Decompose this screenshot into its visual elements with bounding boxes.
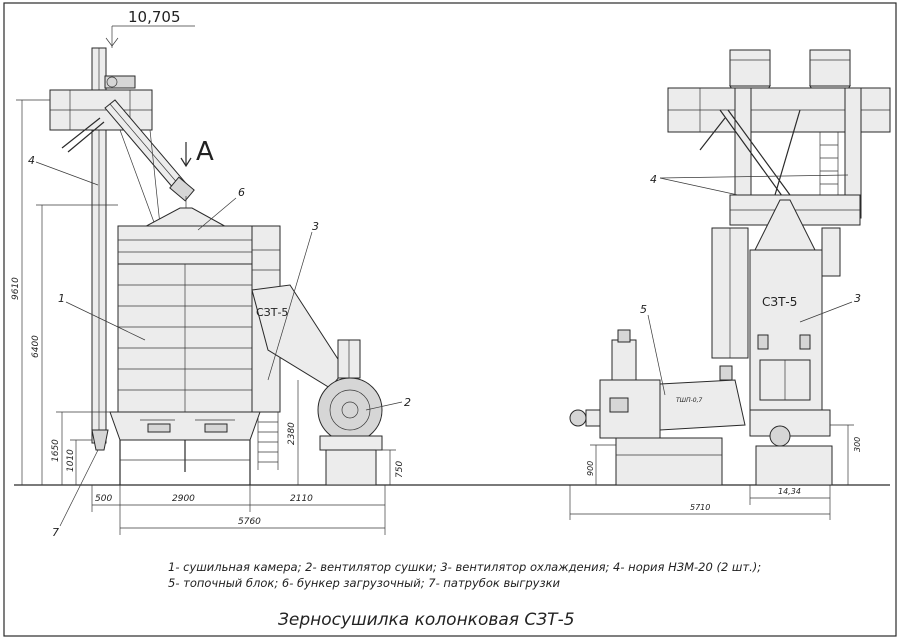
right-dimensions: 900 300 14,34 5710 bbox=[569, 424, 862, 520]
callout-4-right: 4 bbox=[650, 173, 657, 186]
dim-750: 750 bbox=[395, 461, 405, 478]
callout-5: 5 bbox=[640, 303, 647, 316]
left-view: 10,705 A bbox=[11, 8, 411, 539]
callout-2: 2 bbox=[404, 396, 411, 409]
dim-500: 500 bbox=[95, 494, 112, 504]
callout-3-left: 3 bbox=[312, 220, 319, 233]
view-label-a: A bbox=[196, 137, 214, 167]
left-bottom-dimensions: 500 2900 2110 5760 bbox=[91, 485, 386, 535]
callout-3-right: 3 bbox=[854, 292, 861, 305]
dim-6400: 6400 bbox=[31, 335, 41, 358]
outlet-nozzle bbox=[91, 429, 109, 451]
dim-1434: 14,34 bbox=[778, 487, 801, 496]
dim-5760: 5760 bbox=[238, 517, 261, 527]
legend-line-2: 5- топочный блок; 6- бункер загрузочный;… bbox=[168, 576, 561, 590]
machine-label-right: СЗТ-5 bbox=[762, 295, 797, 309]
left-callouts: 4 6 3 1 2 7 bbox=[28, 154, 411, 539]
ladder-left bbox=[257, 412, 279, 470]
callout-6: 6 bbox=[238, 186, 245, 199]
svg-text:ТШП-0,7: ТШП-0,7 bbox=[676, 397, 702, 404]
dim-2900: 2900 bbox=[172, 494, 195, 504]
machine-label-left: СЗТ-5 bbox=[256, 306, 288, 319]
drying-fan bbox=[317, 377, 383, 443]
dim-2110: 2110 bbox=[290, 494, 313, 504]
right-callouts: 4 5 3 bbox=[640, 173, 861, 396]
dim-1650: 1650 bbox=[51, 439, 61, 462]
callout-7: 7 bbox=[52, 526, 59, 539]
elevation-mark: 10,705 bbox=[128, 8, 181, 26]
dim-9610: 9610 bbox=[11, 277, 21, 300]
drawing-title: Зерносушилка колонковая СЗТ-5 bbox=[278, 610, 575, 630]
drawing-frame bbox=[3, 2, 897, 637]
dim-2380: 2380 bbox=[287, 422, 297, 445]
left-dimensions: 9610 6400 1650 1010 2380 750 bbox=[11, 99, 405, 485]
callout-4-left: 4 bbox=[28, 154, 35, 167]
dim-900: 900 bbox=[586, 461, 595, 476]
cooling-duct bbox=[251, 284, 346, 389]
callout-1: 1 bbox=[58, 292, 65, 305]
firebox-unit: ТШП-0,7 bbox=[569, 329, 746, 486]
dim-300: 300 bbox=[853, 437, 862, 452]
right-view: СЗТ-5 ТШП-0,7 900 bbox=[569, 49, 891, 520]
dim-1010: 1010 bbox=[66, 449, 76, 472]
dim-5710: 5710 bbox=[690, 503, 710, 512]
legend-line-1: 1- сушильная камера; 2- вентилятор сушки… bbox=[168, 560, 762, 574]
